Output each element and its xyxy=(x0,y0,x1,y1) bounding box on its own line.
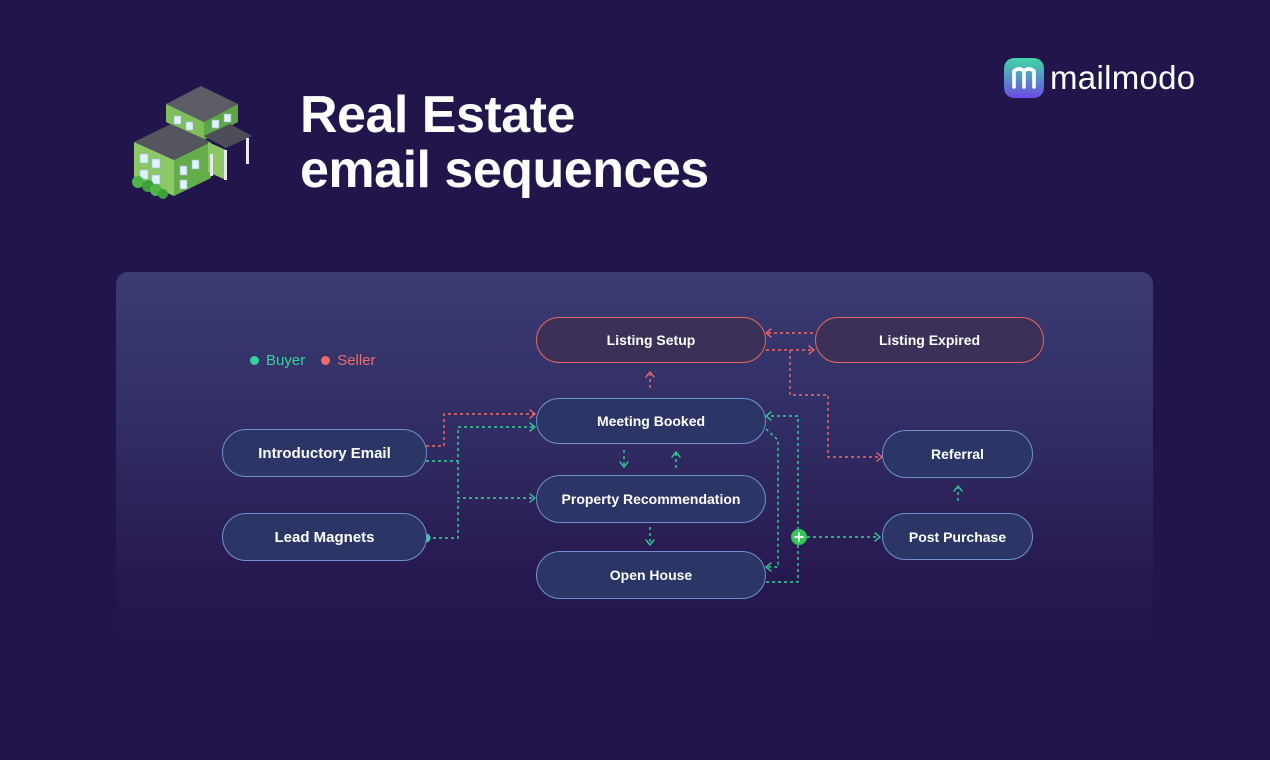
connector-loop xyxy=(766,415,799,583)
connector-trunk-to-property xyxy=(457,461,534,499)
brand-name: mailmodo xyxy=(1050,59,1196,96)
node-introductory-email: Introductory Email xyxy=(222,429,427,477)
legend-seller: Seller xyxy=(321,352,376,369)
connector-listing-to-referral xyxy=(789,350,880,458)
legend: Buyer Seller xyxy=(250,352,376,369)
node-listing-expired-label: Listing Expired xyxy=(878,332,981,348)
node-meeting-booked: Meeting Booked xyxy=(536,398,766,444)
seller-dot-icon xyxy=(321,356,331,365)
legend-buyer: Buyer xyxy=(250,352,305,369)
connector-meeting-side xyxy=(765,428,779,568)
node-referral: Referral xyxy=(882,430,1033,478)
node-lead-magnets-label: Lead Magnets xyxy=(274,528,375,546)
page-title: Real Estate email sequences xyxy=(300,88,709,198)
node-meeting-booked-label: Meeting Booked xyxy=(596,413,706,429)
node-property-recommendation-label: Property Recommendation xyxy=(561,491,741,507)
node-property-recommendation: Property Recommendation xyxy=(536,475,766,523)
node-post-purchase-label: Post Purchase xyxy=(908,528,1007,545)
legend-seller-label: Seller xyxy=(337,352,376,369)
node-open-house: Open House xyxy=(536,551,766,599)
connector-lead-to-trunk xyxy=(427,498,459,539)
mailmodo-logo-icon xyxy=(1004,58,1044,98)
node-lead-magnets: Lead Magnets xyxy=(222,513,427,561)
plus-icon xyxy=(791,529,807,545)
node-post-purchase: Post Purchase xyxy=(882,513,1033,560)
mailmodo-logo[interactable]: mailmodo xyxy=(1004,58,1195,98)
connector-intro-to-meeting-seller xyxy=(426,413,534,447)
node-listing-setup: Listing Setup xyxy=(536,317,766,363)
connector-intro-to-meeting-buyer xyxy=(426,426,534,462)
node-listing-expired: Listing Expired xyxy=(815,317,1044,363)
legend-buyer-label: Buyer xyxy=(266,352,306,369)
buyer-dot-icon xyxy=(250,356,259,365)
node-introductory-email-label: Introductory Email xyxy=(258,444,391,462)
node-open-house-label: Open House xyxy=(609,567,693,583)
title-line-2: email sequences xyxy=(300,141,709,199)
house-illustration-icon xyxy=(132,86,252,199)
title-line-1: Real Estate xyxy=(300,86,575,144)
node-listing-setup-label: Listing Setup xyxy=(606,332,696,348)
node-referral-label: Referral xyxy=(931,446,984,462)
